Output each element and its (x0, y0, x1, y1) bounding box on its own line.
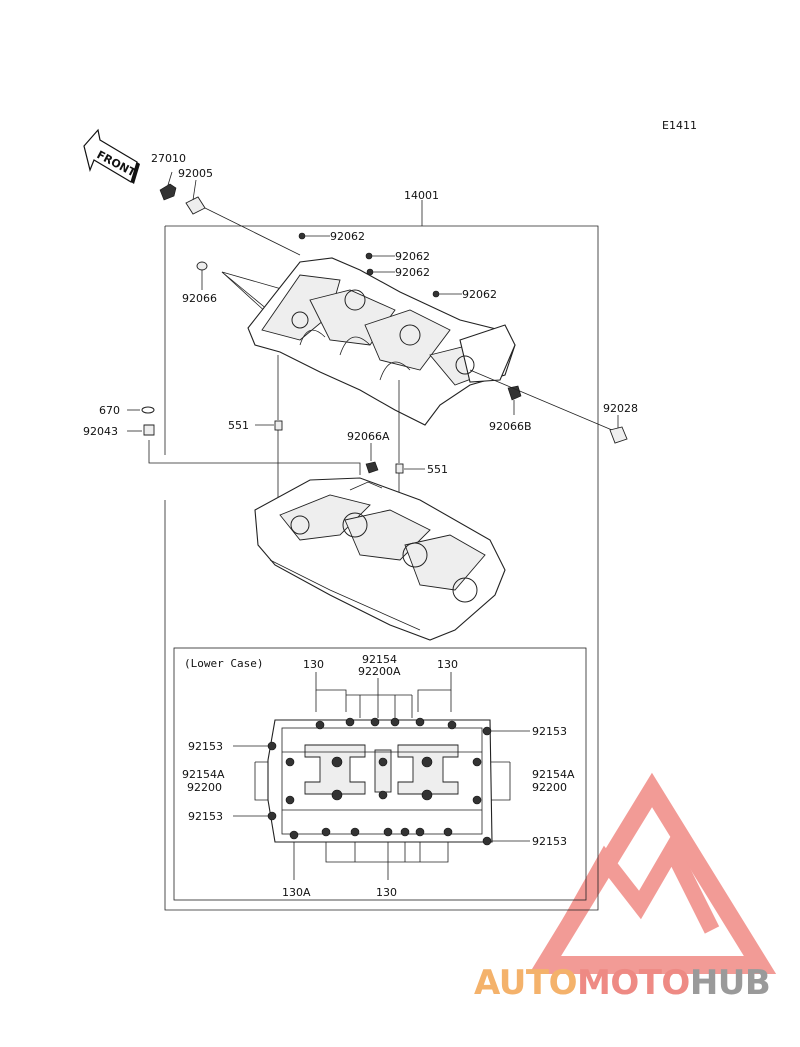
label-92005: 92005 (178, 167, 213, 180)
label-92066A: 92066A (347, 430, 390, 443)
label-92066B: 92066B (489, 420, 532, 433)
inset-title: (Lower Case) (184, 657, 263, 670)
logo-part-auto: AUTO (474, 963, 577, 1003)
inset-label-92154A-b: 92154A (532, 768, 575, 781)
plug-92005 (185, 179, 301, 256)
label-92066: 92066 (182, 292, 217, 305)
upper-crankcase (247, 257, 516, 426)
sensor-27010 (159, 171, 177, 201)
logo-part-moto: MOTO (576, 963, 690, 1003)
inset-label-92154A-a: 92154A (182, 768, 225, 781)
inset-label-130-b: 130 (437, 658, 458, 671)
inset-label-92154: 92154 (362, 653, 397, 666)
label-92043: 92043 (83, 425, 118, 438)
inset-label-92200A: 92200A (358, 665, 401, 678)
lower-crankcase (254, 477, 506, 641)
label-92062-c: 92062 (395, 266, 430, 279)
inset-label-92153-b: 92153 (532, 725, 567, 738)
label-92062-b: 92062 (395, 250, 430, 263)
inset-label-130-c: 130 (376, 886, 397, 899)
label-551-a: 551 (228, 419, 249, 432)
bolt-markers (267, 717, 492, 846)
watermark-logo-text: AUTOMOTOHUB (474, 963, 771, 1003)
watermark-logo-icon (528, 772, 777, 974)
label-551-b: 551 (427, 463, 448, 476)
assembly-frame (164, 225, 599, 911)
label-92062-d: 92062 (462, 288, 497, 301)
label-27010: 27010 (151, 152, 186, 165)
inset-label-92200-b: 92200 (532, 781, 567, 794)
inset-label-92200-a: 92200 (187, 781, 222, 794)
lower-case-inset (173, 647, 587, 901)
label-14001: 14001 (404, 189, 439, 202)
inset-label-130-a: 130 (303, 658, 324, 671)
inset-label-92153-a: 92153 (188, 740, 223, 753)
label-670: 670 (99, 404, 120, 417)
diagram-code: E1411 (662, 119, 697, 132)
logo-part-hub: HUB (689, 963, 771, 1003)
lower-case-plan-view (267, 719, 493, 843)
inset-label-130A: 130A (282, 886, 311, 899)
front-arrow-icon: FRONT (83, 128, 140, 184)
inset-label-92153-c: 92153 (188, 810, 223, 823)
inset-label-92153-d: 92153 (532, 835, 567, 848)
label-92028: 92028 (603, 402, 638, 415)
label-92062-a: 92062 (330, 230, 365, 243)
